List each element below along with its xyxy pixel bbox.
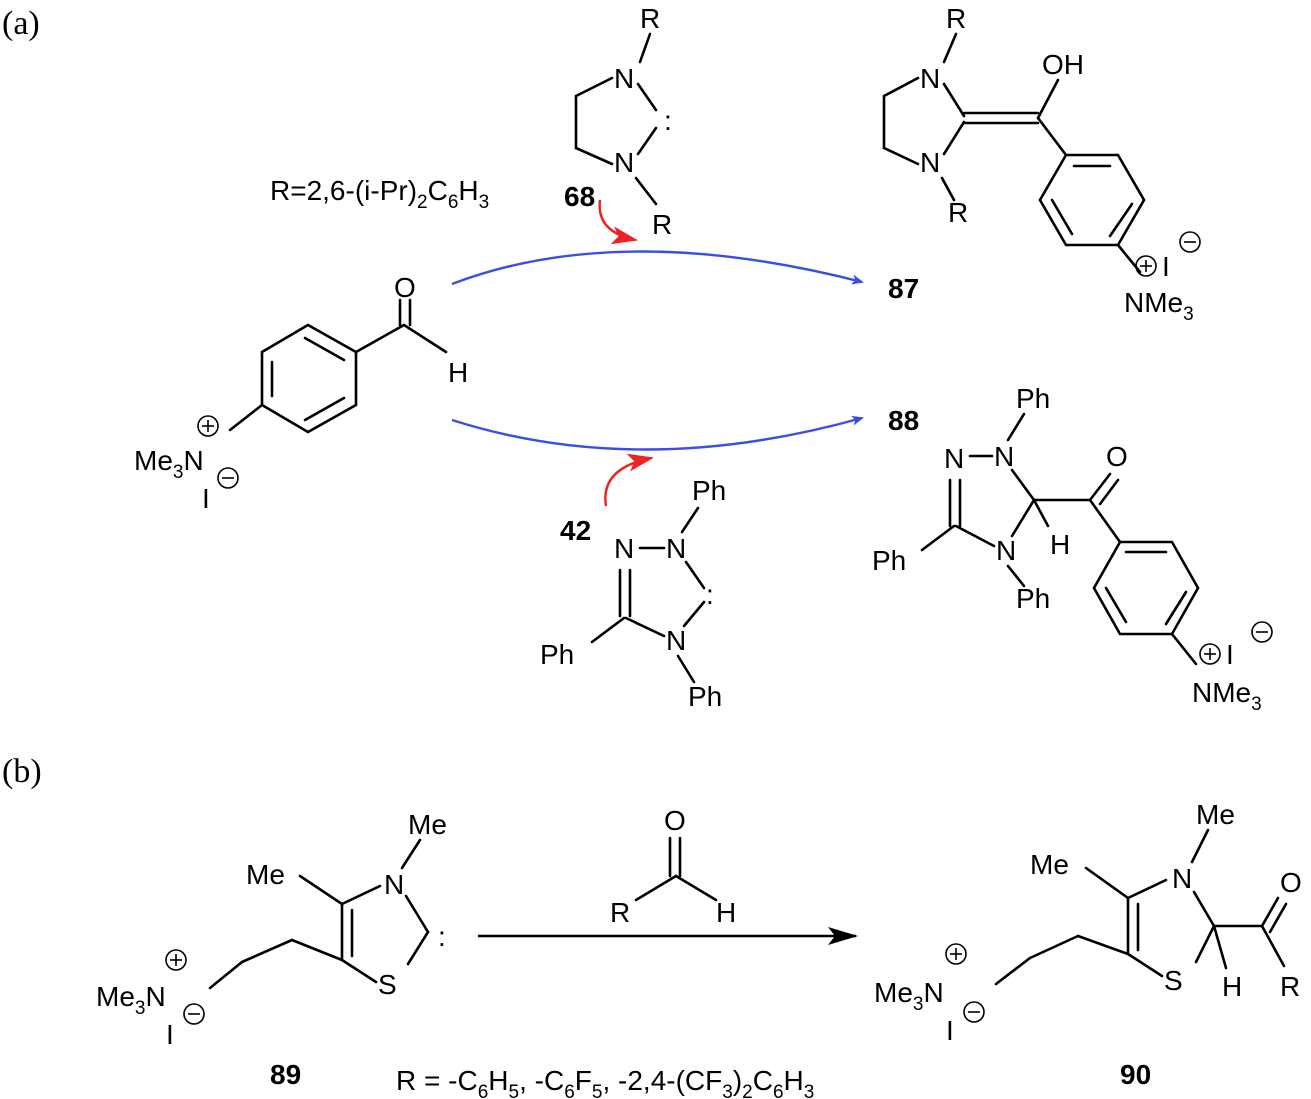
atom-N: N	[1172, 863, 1192, 894]
red-arrow-42	[604, 453, 654, 507]
aldehyde-substrate: O H Me3N I	[134, 272, 468, 514]
carbene-dots: :	[664, 105, 672, 136]
atom-Me: Me	[1030, 849, 1069, 880]
nme3-group: NMe3	[1124, 287, 1194, 325]
atom-H: H	[716, 897, 736, 928]
atom-O: O	[664, 805, 686, 836]
atom-R: R	[948, 197, 968, 228]
atom-Ph: Ph	[1016, 583, 1050, 614]
carbene-42: Ph N N : N Ph Ph	[540, 475, 726, 712]
r-definition-b: R = -C6H5, -C6F5, -2,4-(CF3)2C6H3	[396, 1065, 814, 1099]
atom-I: I	[1162, 251, 1170, 282]
atom-Ph: Ph	[540, 639, 574, 670]
product-88: Ph N N N Ph Ph H O I NMe3	[872, 383, 1273, 715]
atom-N: N	[996, 535, 1016, 566]
atom-N: N	[614, 147, 634, 178]
atom-N: N	[666, 625, 686, 656]
atom-Ph: Ph	[692, 475, 726, 506]
atom-Me: Me	[246, 859, 285, 890]
atom-Me: Me	[1196, 799, 1235, 830]
atom-R: R	[946, 3, 966, 34]
atom-Ph: Ph	[872, 545, 906, 576]
atom-H: H	[1222, 971, 1242, 1002]
atom-N: N	[666, 533, 686, 564]
compound-89-label: 89	[270, 1059, 301, 1090]
atom-Ph: Ph	[1016, 383, 1050, 414]
compound-87-label: 87	[888, 273, 919, 304]
atom-Me: Me	[408, 809, 447, 840]
blue-arrow-to-88	[451, 415, 864, 451]
compound-88-label: 88	[888, 405, 919, 436]
carbene-dots: :	[438, 921, 446, 952]
carbene-89: Me N Me : S Me3N I	[96, 809, 447, 1050]
nme3-group: NMe3	[1192, 677, 1262, 715]
atom-H-aldehyde: H	[448, 357, 468, 388]
atom-S: S	[1164, 965, 1183, 996]
atom-Ph: Ph	[688, 681, 722, 712]
atom-H: H	[1050, 529, 1070, 560]
atom-N: N	[614, 533, 634, 564]
atom-N: N	[614, 63, 634, 94]
atom-R: R	[1280, 971, 1300, 1002]
benzene-ring	[1038, 153, 1146, 247]
nme3-group: Me3N	[134, 445, 204, 483]
r-definition-a: R=2,6-(i-Pr)2C6H3	[270, 175, 489, 213]
atom-N: N	[920, 63, 940, 94]
atom-I: I	[166, 1019, 174, 1050]
atom-I-iodide: I	[202, 483, 210, 514]
atom-O: O	[1106, 441, 1128, 472]
atom-O: O	[1280, 867, 1302, 898]
minus-charge	[217, 467, 239, 489]
atom-I: I	[1226, 639, 1234, 670]
atom-O-aldehyde: O	[394, 272, 416, 303]
reagent-aldehyde: O R H	[610, 805, 736, 928]
atom-N: N	[384, 869, 404, 900]
red-arrow-68	[598, 199, 638, 245]
atom-OH: OH	[1042, 49, 1084, 80]
compound-68-label: 68	[564, 181, 595, 212]
atom-R: R	[610, 897, 630, 928]
blue-arrow-to-87	[451, 250, 864, 286]
compound-90-label: 90	[1120, 1059, 1151, 1090]
plus-charge	[197, 415, 219, 437]
compound-42-label: 42	[560, 515, 591, 546]
carbene-68: R N : N R	[574, 3, 672, 240]
product-87: R N N R OH I NMe3	[882, 3, 1201, 325]
atom-R: R	[640, 3, 660, 34]
nme3-group: Me3N	[96, 981, 166, 1019]
atom-S: S	[378, 969, 397, 1000]
nme3-group: Me3N	[874, 977, 944, 1015]
atom-R: R	[652, 209, 672, 240]
panel-label-a: (a)	[2, 5, 40, 42]
product-90: Me N Me S H O R Me3N I	[874, 799, 1302, 1046]
atom-N: N	[920, 147, 940, 178]
panel-label-b: (b)	[2, 753, 42, 790]
atom-I: I	[946, 1015, 954, 1046]
benzene-ring	[1092, 540, 1200, 636]
carbene-dots: :	[706, 579, 714, 610]
atom-N: N	[994, 441, 1014, 472]
atom-N: N	[944, 443, 964, 474]
